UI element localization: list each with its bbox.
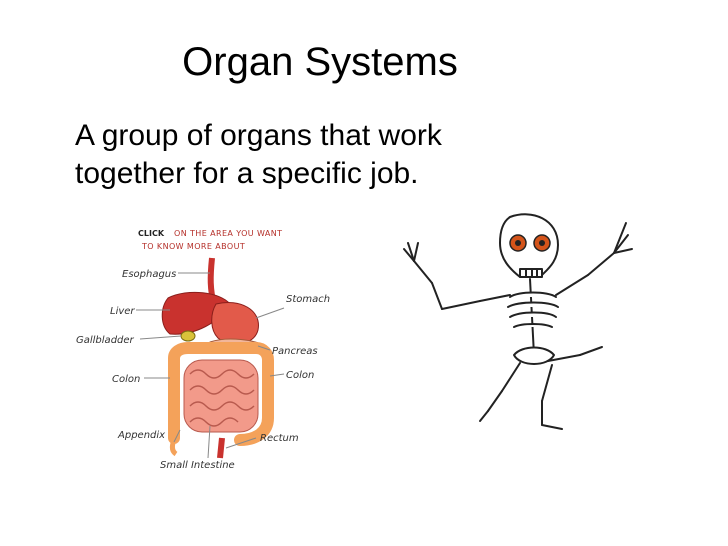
body-line-1: A group of organs that work: [75, 119, 442, 152]
colon-shape[interactable]: [168, 342, 274, 446]
gallbladder-shape[interactable]: [180, 330, 196, 342]
liver-shape[interactable]: [161, 291, 231, 335]
click-instruction: CLICK: [138, 229, 165, 238]
label-appendix[interactable]: Appendix: [117, 430, 165, 441]
stomach-shape[interactable]: [211, 302, 259, 345]
instruction-line-1: ON THE AREA YOU WANT: [174, 229, 282, 238]
small-intestine-shape[interactable]: [183, 359, 259, 433]
label-pancreas[interactable]: Pancreas: [272, 346, 318, 357]
label-gallbladder[interactable]: Gallbladder: [76, 335, 135, 346]
skeleton-svg: [403, 213, 633, 430]
appendix-shape[interactable]: [169, 439, 178, 457]
rectum-shape[interactable]: [217, 437, 225, 459]
slide-title: Organ Systems: [182, 40, 458, 84]
label-liver[interactable]: Liver: [110, 306, 135, 317]
label-small-intestine[interactable]: Small Intestine: [160, 460, 235, 471]
digestive-system-diagram[interactable]: CLICK ON THE AREA YOU WANT TO KNOW MORE …: [70, 218, 350, 478]
label-colon-right[interactable]: Colon: [286, 370, 314, 381]
dancing-skeleton-image: [392, 205, 642, 437]
digestive-system-svg: CLICK ON THE AREA YOU WANT TO KNOW MORE …: [76, 229, 330, 471]
label-esophagus[interactable]: Esophagus: [122, 269, 176, 280]
instruction-line-2: TO KNOW MORE ABOUT: [141, 242, 245, 251]
body-line-2: together for a specific job.: [75, 157, 419, 191]
label-rectum[interactable]: Rectum: [260, 433, 299, 444]
slide-body: A group of organs that work together for…: [75, 117, 545, 194]
label-stomach[interactable]: Stomach: [286, 294, 330, 305]
label-colon-left[interactable]: Colon: [112, 374, 140, 385]
